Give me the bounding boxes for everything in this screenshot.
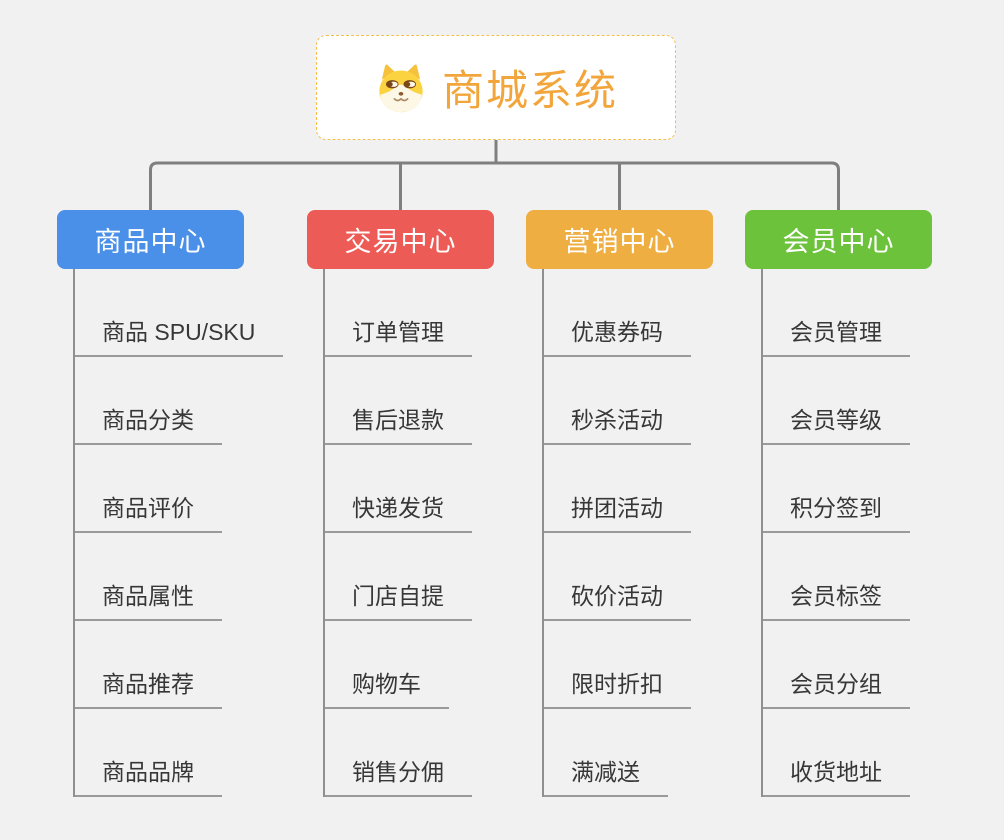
branch-items-marketing-center: 优惠券码秒杀活动拼团活动砍价活动限时折扣满减送	[542, 269, 691, 797]
leaf-item[interactable]: 会员标签	[763, 533, 910, 621]
branch-items-member-center: 会员管理会员等级积分签到会员标签会员分组收货地址	[761, 269, 910, 797]
branch-header-product-center[interactable]: 商品中心	[57, 210, 244, 269]
leaf-item[interactable]: 优惠券码	[544, 269, 691, 357]
root-node[interactable]: 商城系统	[316, 35, 676, 140]
branch-column-marketing-center: 营销中心优惠券码秒杀活动拼团活动砍价活动限时折扣满减送	[526, 210, 713, 797]
leaf-item[interactable]: 会员分组	[763, 621, 910, 709]
leaf-item[interactable]: 满减送	[544, 709, 668, 797]
leaf-item[interactable]: 收货地址	[763, 709, 910, 797]
leaf-item[interactable]: 商品分类	[75, 357, 222, 445]
branch-header-marketing-center[interactable]: 营销中心	[526, 210, 713, 269]
leaf-item[interactable]: 商品属性	[75, 533, 222, 621]
leaf-item[interactable]: 积分签到	[763, 445, 910, 533]
branch-column-trade-center: 交易中心订单管理售后退款快递发货门店自提购物车销售分佣	[307, 210, 494, 797]
leaf-item[interactable]: 商品评价	[75, 445, 222, 533]
root-title: 商城系统	[441, 67, 618, 114]
branch-header-member-center[interactable]: 会员中心	[745, 210, 932, 269]
leaf-item[interactable]: 会员管理	[763, 269, 910, 357]
leaf-item[interactable]: 购物车	[325, 621, 449, 709]
branch-column-member-center: 会员中心会员管理会员等级积分签到会员标签会员分组收货地址	[745, 210, 932, 797]
branch-items-trade-center: 订单管理售后退款快递发货门店自提购物车销售分佣	[323, 269, 472, 797]
leaf-item[interactable]: 售后退款	[325, 357, 472, 445]
leaf-item[interactable]: 商品 SPU/SKU	[75, 269, 284, 357]
leaf-item[interactable]: 门店自提	[325, 533, 472, 621]
shiba-dog-icon	[374, 63, 428, 113]
leaf-item[interactable]: 商品品牌	[75, 709, 222, 797]
leaf-item[interactable]: 商品推荐	[75, 621, 222, 709]
leaf-item[interactable]: 拼团活动	[544, 445, 691, 533]
leaf-item[interactable]: 销售分佣	[325, 709, 472, 797]
leaf-item[interactable]: 砍价活动	[544, 533, 691, 621]
branch-header-trade-center[interactable]: 交易中心	[307, 210, 494, 269]
leaf-item[interactable]: 限时折扣	[544, 621, 691, 709]
leaf-item[interactable]: 订单管理	[325, 269, 472, 357]
leaf-item[interactable]: 快递发货	[325, 445, 472, 533]
leaf-item[interactable]: 秒杀活动	[544, 357, 691, 445]
leaf-item[interactable]: 会员等级	[763, 357, 910, 445]
